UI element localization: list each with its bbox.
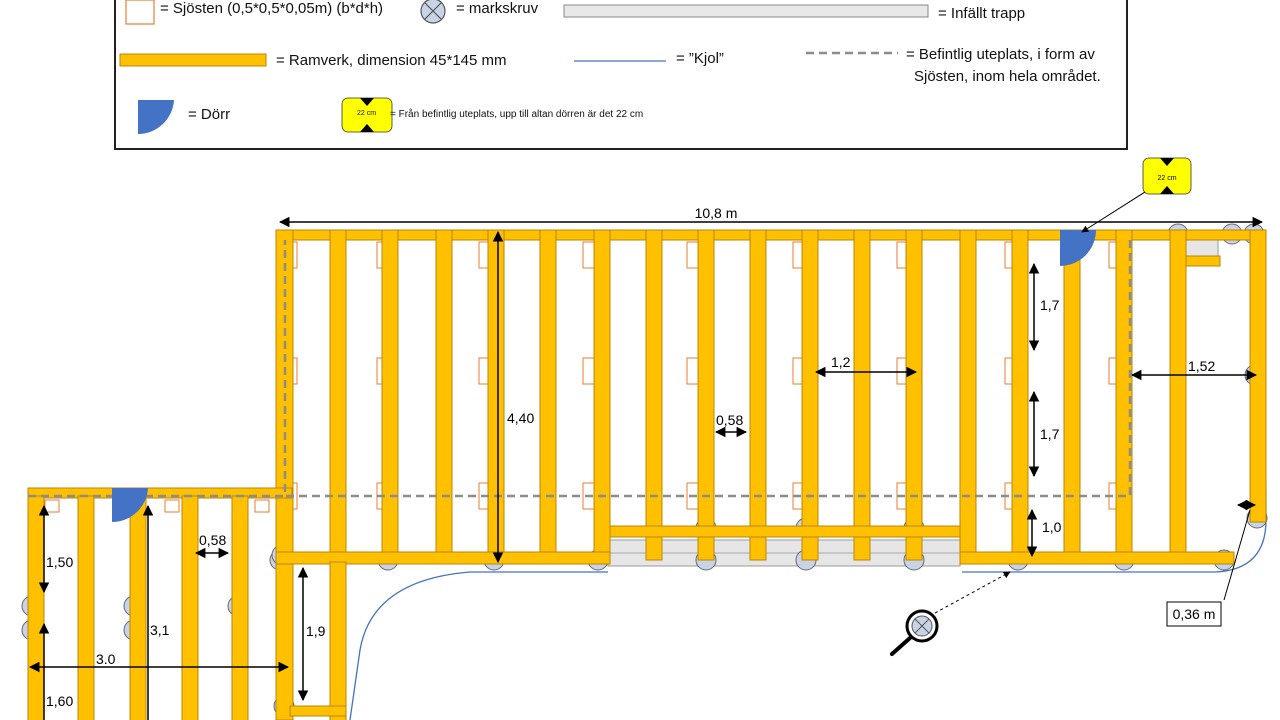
- beam-group: [27, 229, 1267, 720]
- sjosten-marker: [254, 499, 270, 513]
- beam-joist: [645, 229, 663, 561]
- beam-stair-front: [609, 525, 961, 538]
- magnifier-pointer: [934, 571, 1011, 614]
- skirt-right: [962, 229, 1267, 573]
- legend-befintlig-line1: = Befintlig uteplats, i form av: [906, 46, 1095, 63]
- badge-symbol: [341, 97, 393, 133]
- overhang-label-box: [1166, 601, 1222, 627]
- legend-ramverk-label: = Ramverk, dimension 45*145 mm: [276, 52, 507, 69]
- trapp-symbol: [563, 4, 929, 18]
- beam-bottom-rim-right: [959, 551, 1235, 565]
- beam-joist: [959, 229, 977, 561]
- beam-joist: [853, 229, 871, 561]
- legend-badge-text: 22 cm: [357, 110, 377, 117]
- door-left: [112, 488, 148, 523]
- dim-depth: 4,40: [507, 410, 534, 426]
- markskruv-symbol: [420, 0, 446, 24]
- dim-upper-segment: 1,7: [1040, 297, 1060, 313]
- beam-left-joist: [181, 495, 199, 720]
- legend-dorr-label: = Dörr: [188, 106, 231, 123]
- dim-spacing-small: 0,58: [716, 412, 743, 428]
- door-main: [1060, 230, 1096, 266]
- legend-befintlig-line2: Sjösten, inom hela området.: [914, 68, 1101, 85]
- beam-stair-header: [1185, 255, 1221, 267]
- legend-markskruv-label: = markskruv: [456, 0, 539, 17]
- dim-left-upper: 1,50: [46, 554, 73, 570]
- dim-left-lower: 1,60: [46, 693, 73, 709]
- beam-top-rim: [275, 229, 1261, 241]
- sjosten-marker: [164, 499, 180, 513]
- existing-patio-outline: [283, 240, 1132, 498]
- legend-symbols: [119, 0, 929, 135]
- legend-trapp-label: = Infällt trapp: [938, 5, 1026, 22]
- beam-joist: [487, 229, 505, 561]
- dim-passage: 1,9: [306, 623, 326, 639]
- plan-badge-text: 22 cm: [1157, 175, 1176, 182]
- beam-left-joist: [231, 495, 249, 720]
- beam-joist: [1011, 229, 1029, 561]
- dim-total-width: 10,8 m: [695, 205, 738, 221]
- dim-left-width: 3.0: [96, 651, 116, 667]
- beam-left-joist: [129, 495, 147, 720]
- skirt-left: [349, 571, 608, 720]
- dim-left-spacing: 0,58: [199, 532, 226, 548]
- dim-spacing-mid: 1,2: [831, 354, 851, 370]
- dim-lower-segment: 1,0: [1042, 519, 1062, 535]
- beam-left-joist: [27, 495, 45, 720]
- beam-bottom-rim-left: [275, 551, 611, 565]
- beam-joist: [749, 229, 767, 561]
- legend-badge-label: = Från befintlig uteplats, upp till alta…: [390, 109, 644, 120]
- beam-joist: [1169, 229, 1187, 561]
- beam-joist: [539, 229, 557, 561]
- beam-joist: [697, 229, 715, 561]
- dimension-texts: 10,8 m 4,40 0,58 1,2 1,52 1,7 1,7 1,0 0,…: [46, 205, 1215, 709]
- dim-middle-segment: 1,7: [1040, 426, 1060, 442]
- beam-right-rim: [1249, 229, 1267, 523]
- ramverk-symbol: [119, 53, 267, 67]
- dim-right-width: 1,52: [1188, 358, 1215, 374]
- beam-passage-post: [329, 561, 347, 720]
- beam-joist: [1063, 229, 1081, 561]
- beam-passage-rim: [289, 705, 347, 717]
- beam-joist: [593, 229, 611, 561]
- plan-badge: [1142, 157, 1192, 195]
- beam-joist: [435, 229, 453, 561]
- beam-joist: [905, 229, 923, 561]
- beam-joist: [381, 229, 399, 561]
- sjosten-symbol: [125, 0, 155, 25]
- beam-joist: [329, 229, 347, 561]
- legend-kjol-label: = ”Kjol”: [676, 50, 724, 67]
- beam-left-joist: [77, 495, 95, 720]
- legend-sjosten-label: = Sjösten (0,5*0,5*0,05m) (b*d*h): [160, 0, 384, 17]
- sjosten-marker: [44, 499, 60, 513]
- legend-box: = Sjösten (0,5*0,5*0,05m) (b*d*h) = mark…: [114, 0, 1128, 150]
- badge-pointer: [1081, 191, 1146, 233]
- dim-left-depth: 3,1: [150, 622, 170, 638]
- beam-left-top-rim: [27, 487, 293, 499]
- dimension-lines: [28, 216, 1264, 720]
- magnifier-icon: [890, 609, 939, 656]
- beam-joist: [801, 229, 819, 561]
- door-symbol: [138, 100, 174, 135]
- dim-overhang: 0,36 m: [1173, 606, 1216, 622]
